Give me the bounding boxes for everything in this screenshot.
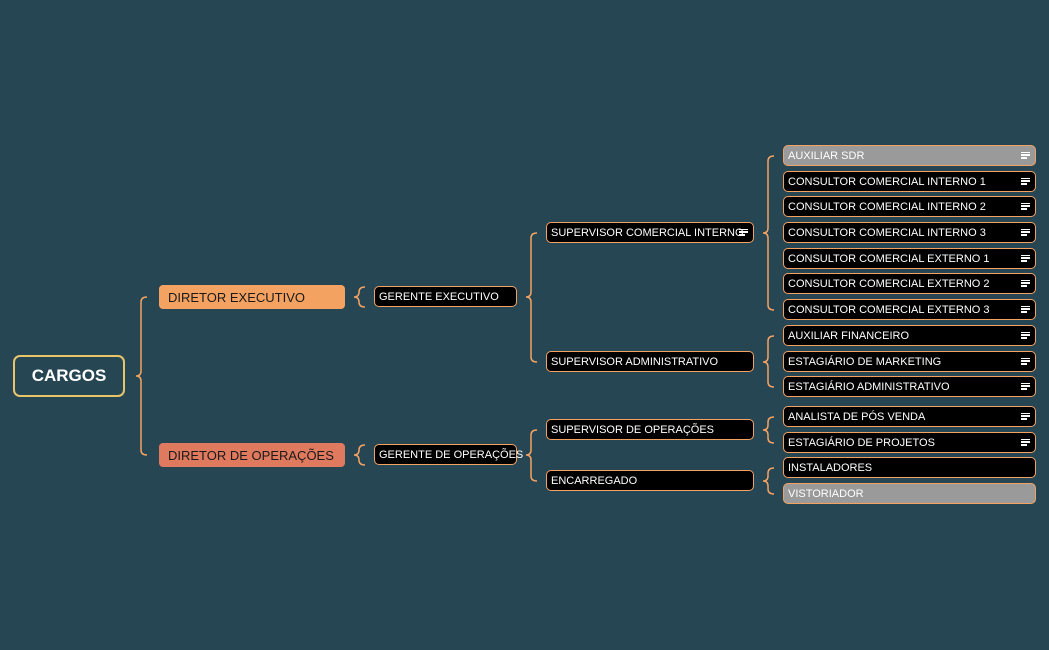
director-executive-node[interactable]: DIRETOR EXECUTIVO xyxy=(159,285,345,309)
node-label: INSTALADORES xyxy=(788,461,873,474)
brace-manager-executive xyxy=(525,232,538,363)
staff-node-estagiario-marketing[interactable]: ESTAGIÁRIO DE MARKETING xyxy=(783,351,1036,372)
note-icon[interactable] xyxy=(1021,357,1030,366)
node-label: CONSULTOR COMERCIAL EXTERNO 1 xyxy=(788,252,990,265)
manager-operations-node[interactable]: GERENTE DE OPERAÇÕES xyxy=(374,444,523,465)
staff-node-consultor-externo-2[interactable]: CONSULTOR COMERCIAL EXTERNO 2 xyxy=(783,273,1036,294)
note-icon[interactable] xyxy=(1021,177,1030,186)
staff-node-estagiario-administrativo[interactable]: ESTAGIÁRIO ADMINISTRATIVO xyxy=(783,376,1036,397)
brace-root xyxy=(135,296,148,456)
note-icon[interactable] xyxy=(1021,151,1030,160)
note-icon[interactable] xyxy=(1021,279,1030,288)
brace-supervisor-operations xyxy=(762,416,775,444)
supervisor-operations-node[interactable]: SUPERVISOR DE OPERAÇÕES xyxy=(546,419,754,440)
note-icon[interactable] xyxy=(1021,202,1030,211)
brace-supervisor-commercial xyxy=(762,155,775,311)
staff-node-consultor-externo-1[interactable]: CONSULTOR COMERCIAL EXTERNO 1 xyxy=(783,248,1036,269)
brace-manager-operations xyxy=(525,429,538,482)
root-node[interactable]: CARGOS xyxy=(13,355,125,397)
manager-executive-node[interactable]: GERENTE EXECUTIVO xyxy=(374,286,517,307)
staff-node-estagiario-projetos[interactable]: ESTAGIÁRIO DE PROJETOS xyxy=(783,432,1036,453)
brace-supervisor-administrative xyxy=(762,335,775,388)
node-label: ANALISTA DE PÓS VENDA xyxy=(788,410,926,423)
node-label: CONSULTOR COMERCIAL INTERNO 1 xyxy=(788,175,986,188)
node-label: VISTORIADOR xyxy=(788,487,864,500)
staff-node-analista-pos-venda[interactable]: ANALISTA DE PÓS VENDA xyxy=(783,406,1036,427)
staff-node-auxiliar-financeiro[interactable]: AUXILIAR FINANCEIRO xyxy=(783,325,1036,346)
foreman-node[interactable]: ENCARREGADO xyxy=(546,470,754,491)
director-operations-node[interactable]: DIRETOR DE OPERAÇÕES xyxy=(159,443,345,467)
brace-director-executive xyxy=(353,286,366,308)
brace-foreman xyxy=(762,467,775,495)
note-icon[interactable] xyxy=(1021,412,1030,421)
node-label: SUPERVISOR COMERCIAL INTERNO xyxy=(551,226,744,239)
note-icon[interactable] xyxy=(1021,438,1030,447)
staff-node-vistoriador[interactable]: VISTORIADOR xyxy=(783,483,1036,504)
node-label: CONSULTOR COMERCIAL EXTERNO 3 xyxy=(788,303,990,316)
note-icon[interactable] xyxy=(1021,228,1030,237)
node-label: AUXILIAR SDR xyxy=(788,149,865,162)
note-icon[interactable] xyxy=(739,228,748,237)
note-icon[interactable] xyxy=(1021,305,1030,314)
staff-node-instaladores[interactable]: INSTALADORES xyxy=(783,457,1036,478)
staff-node-consultor-interno-1[interactable]: CONSULTOR COMERCIAL INTERNO 1 xyxy=(783,171,1036,192)
node-label: ESTAGIÁRIO DE MARKETING xyxy=(788,355,942,368)
brace-director-operations xyxy=(353,444,366,466)
node-label: AUXILIAR FINANCEIRO xyxy=(788,329,910,342)
supervisor-commercial-node[interactable]: SUPERVISOR COMERCIAL INTERNO xyxy=(546,222,754,243)
node-label: ESTAGIÁRIO ADMINISTRATIVO xyxy=(788,380,950,393)
note-icon[interactable] xyxy=(1021,254,1030,263)
supervisor-administrative-node[interactable]: SUPERVISOR ADMINISTRATIVO xyxy=(546,351,754,372)
note-icon[interactable] xyxy=(1021,382,1030,391)
staff-node-auxiliar-sdr[interactable]: AUXILIAR SDR xyxy=(783,145,1036,166)
node-label: CONSULTOR COMERCIAL EXTERNO 2 xyxy=(788,277,990,290)
node-label: ESTAGIÁRIO DE PROJETOS xyxy=(788,436,935,449)
staff-node-consultor-interno-3[interactable]: CONSULTOR COMERCIAL INTERNO 3 xyxy=(783,222,1036,243)
node-label: CONSULTOR COMERCIAL INTERNO 3 xyxy=(788,226,986,239)
node-label: CONSULTOR COMERCIAL INTERNO 2 xyxy=(788,200,986,213)
note-icon[interactable] xyxy=(1021,331,1030,340)
staff-node-consultor-interno-2[interactable]: CONSULTOR COMERCIAL INTERNO 2 xyxy=(783,196,1036,217)
staff-node-consultor-externo-3[interactable]: CONSULTOR COMERCIAL EXTERNO 3 xyxy=(783,299,1036,320)
